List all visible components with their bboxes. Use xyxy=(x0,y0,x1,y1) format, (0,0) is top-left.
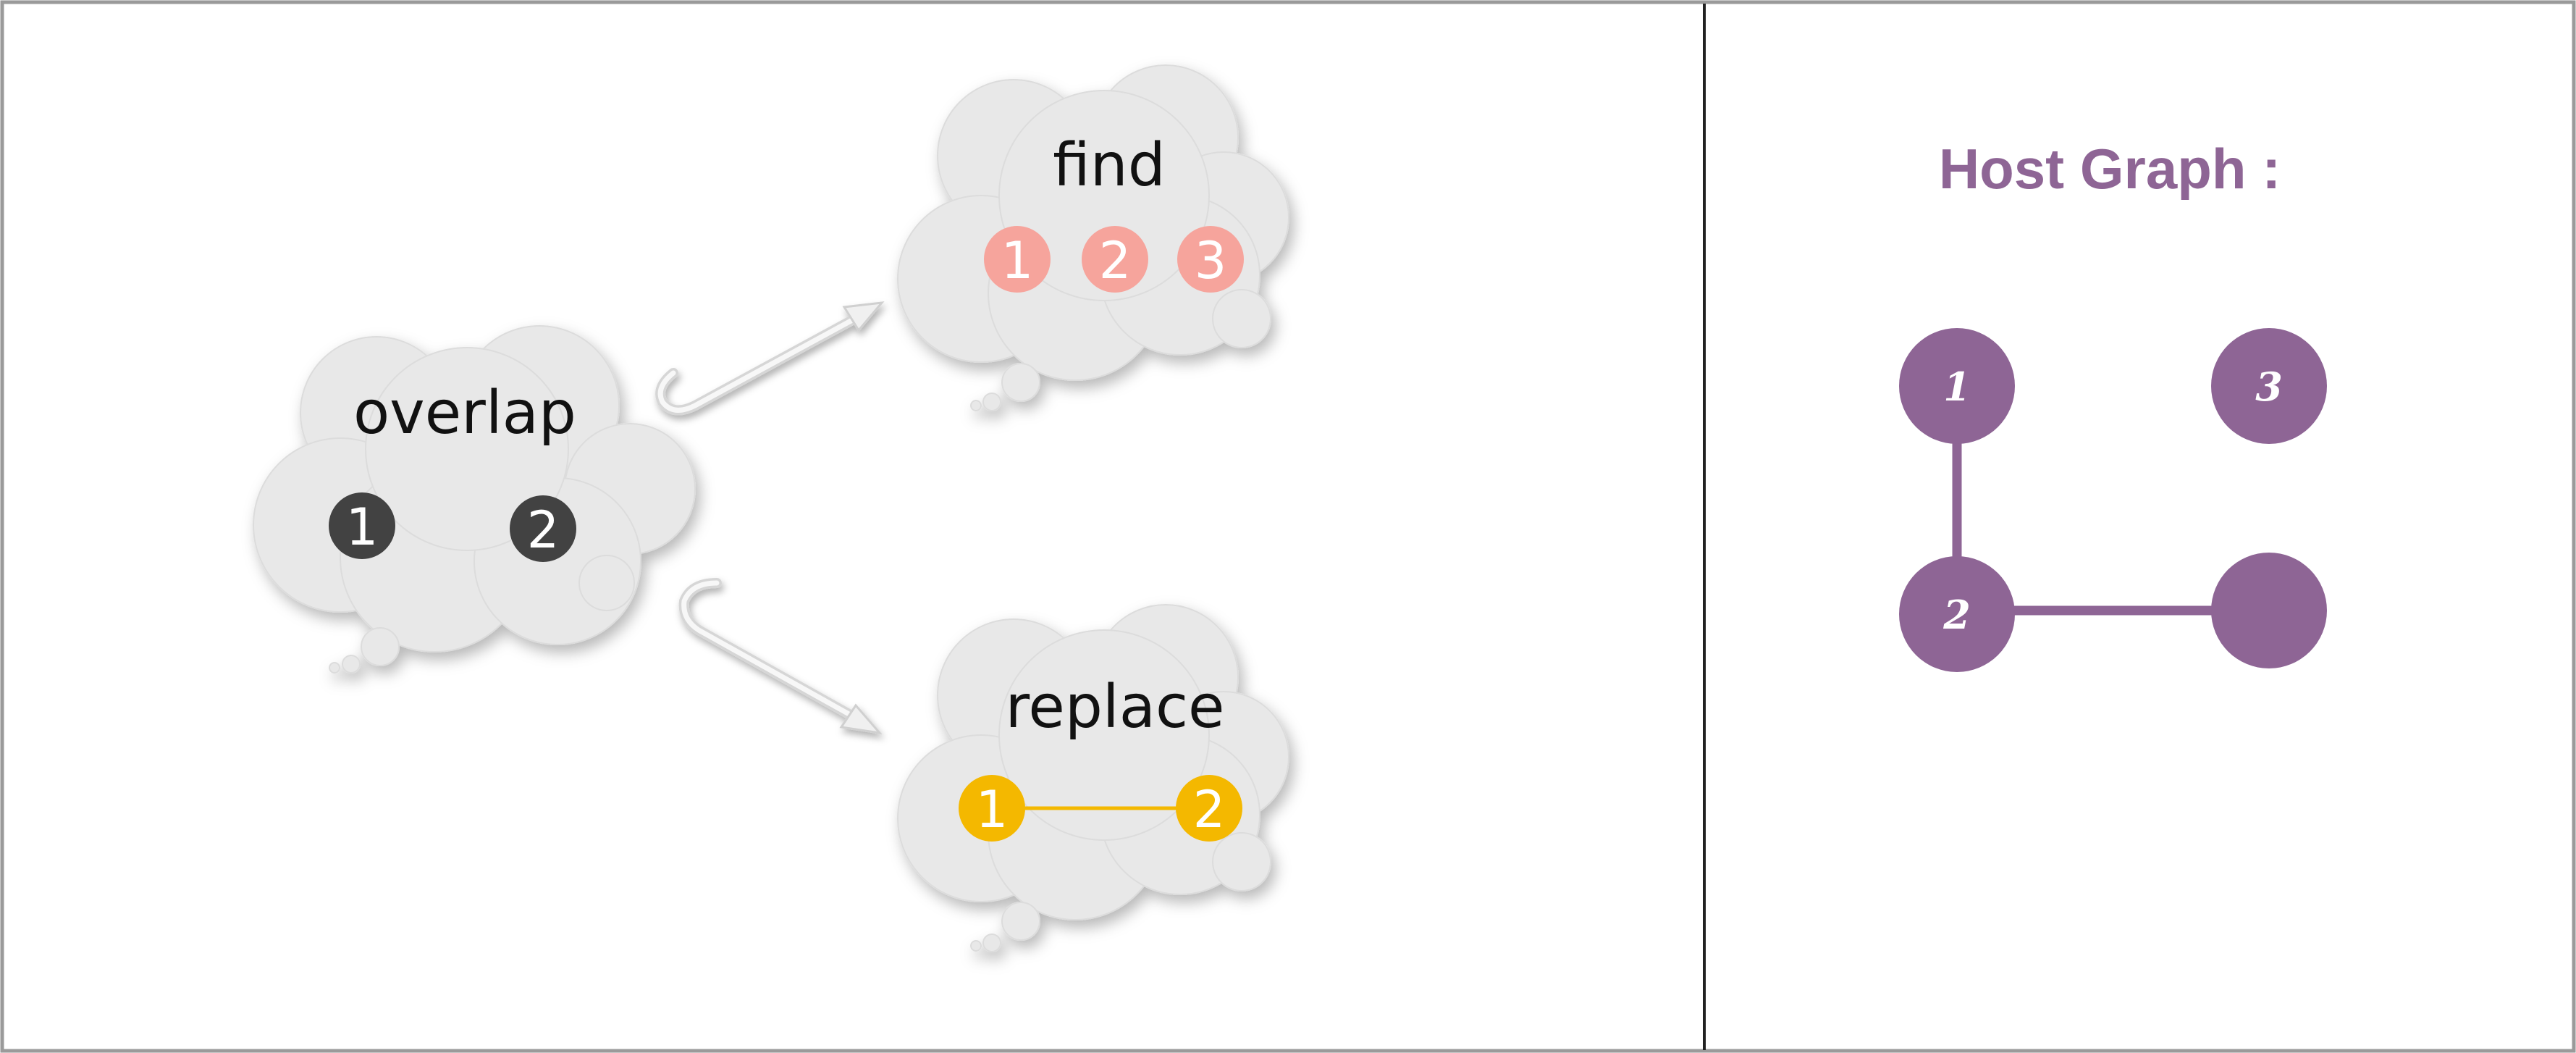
find-node-1: 1 xyxy=(984,226,1051,293)
overlap-node-2: 2 xyxy=(510,495,576,562)
overlap-cloud xyxy=(253,325,696,674)
overlap-node-1: 1 xyxy=(329,492,395,559)
find-node-2-label: 2 xyxy=(1099,231,1132,290)
find-node-3-label: 3 xyxy=(1195,231,1227,290)
arrow-to-replace xyxy=(678,578,883,735)
find-node-2: 2 xyxy=(1082,226,1148,293)
replace-node-2: 2 xyxy=(1176,775,1242,842)
host-node-3-label: 3 xyxy=(2255,364,2283,410)
host-graph-title: Host Graph : xyxy=(1939,137,2281,201)
arrow-to-find xyxy=(655,301,885,416)
overlap-node-1-label: 1 xyxy=(346,498,379,557)
replace-cloud xyxy=(897,604,1289,952)
replace-node-1: 1 xyxy=(959,775,1025,842)
host-node-1-label: 1 xyxy=(1943,364,1971,410)
replace-node-2-label: 2 xyxy=(1193,780,1226,839)
host-node-4 xyxy=(2211,553,2327,668)
find-cloud-title: find xyxy=(1053,131,1166,200)
find-node-1-label: 1 xyxy=(1001,231,1034,290)
overlap-node-2-label: 2 xyxy=(527,500,560,560)
host-node-2: 2 xyxy=(1899,556,2015,672)
host-node-1: 1 xyxy=(1899,328,2015,444)
host-node-2-label: 2 xyxy=(1942,592,1971,638)
overlap-cloud-title: overlap xyxy=(353,379,576,448)
replace-node-1-label: 1 xyxy=(976,780,1009,839)
host-node-3: 3 xyxy=(2211,328,2327,444)
replace-cloud-title: replace xyxy=(1006,673,1225,742)
find-node-3: 3 xyxy=(1177,226,1244,293)
